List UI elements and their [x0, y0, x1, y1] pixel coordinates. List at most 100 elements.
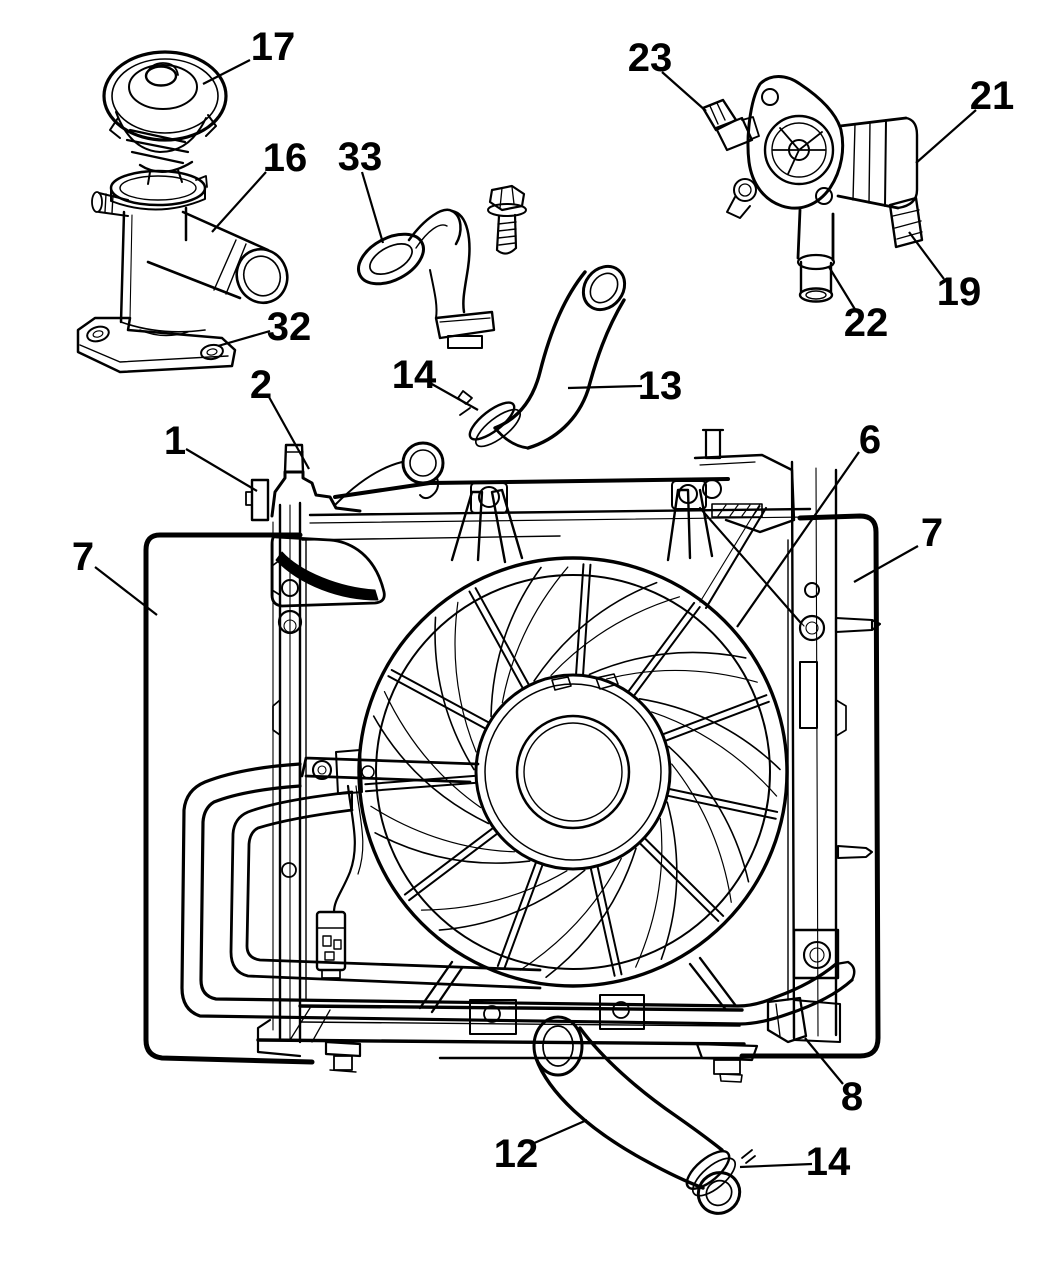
callout-16-leader-1 [211, 171, 267, 233]
fan-blade-edge [651, 711, 778, 797]
fan-module-illustration [357, 556, 789, 988]
callout-2-label-10: 2 [250, 363, 272, 407]
fan-spoke [588, 859, 616, 977]
fan-blade [588, 651, 747, 676]
fan-blade [533, 581, 658, 682]
callout-12-leader-16 [531, 1118, 588, 1146]
fan-hub-bore [515, 714, 631, 830]
callout-22-label-7: 22 [844, 301, 889, 345]
callout-6-leader-12 [736, 451, 860, 628]
fan-spoke [364, 781, 485, 793]
callout-32-label-2: 32 [267, 305, 312, 349]
outlet-flange-illustration [76, 316, 237, 374]
fan-blade [374, 831, 531, 864]
callout-7-leader-14 [94, 566, 158, 616]
water-outlet-illustration [91, 169, 289, 333]
fan-spoke [659, 793, 777, 820]
callout-13-leader-8 [567, 384, 643, 390]
callout-6-label-12: 6 [859, 418, 881, 462]
fan-blade [667, 745, 750, 883]
thermostat-illustration [102, 50, 228, 185]
callout-7-label-14: 7 [72, 535, 94, 579]
callout-7-leader-13 [853, 545, 919, 583]
fan-spoke [474, 587, 534, 693]
fan-spoke [581, 563, 592, 684]
callout-14-leader-17 [739, 1162, 813, 1169]
callout-14-leader-9 [429, 382, 479, 411]
hose-clamp-top-illustration [457, 390, 521, 448]
fan-spoke [408, 828, 505, 902]
callout-23-leader-4 [661, 71, 707, 112]
wiring-connector-illustration [315, 910, 347, 979]
fan-blade-edge [671, 763, 732, 903]
callout-16-label-1: 16 [263, 136, 308, 180]
callout-17-label-0: 17 [251, 25, 296, 69]
lower-bracket-illustration [766, 996, 808, 1044]
fan-blade-edge [370, 805, 516, 853]
internal-hoses-illustration [180, 762, 856, 1026]
fan-blade-edge [519, 857, 622, 971]
fan-spoke [387, 675, 494, 734]
callout-13-label-8: 13 [638, 364, 683, 408]
fan-spoke [574, 563, 585, 683]
radiator-right-bracket-illustration [790, 460, 882, 1044]
fan-blade [434, 616, 475, 771]
fan-spoke [628, 606, 701, 703]
callout-22-leader-7 [828, 266, 857, 312]
upper-hose-illustration [493, 264, 627, 450]
thermostat-housing-illustration [701, 75, 924, 303]
fan-blade [660, 801, 678, 961]
lower-hose-illustration [532, 1015, 742, 1215]
callout-33-leader-3 [360, 171, 385, 244]
callout-12-label-16: 12 [494, 1132, 539, 1176]
fan-spoke [657, 700, 770, 745]
callout-19-leader-6 [908, 231, 945, 280]
fan-blade-edge [550, 596, 681, 677]
fan-blade [438, 869, 586, 931]
fan-blade-edge [420, 870, 568, 911]
fan-blade-edge [501, 566, 569, 704]
fan-spoke [622, 601, 696, 699]
callout-32-leader-2 [217, 329, 271, 348]
hose-clamp-bottom-illustration [685, 1149, 756, 1197]
fan-blade [545, 847, 637, 979]
fan-blade [372, 715, 490, 825]
callout-1-leader-11 [185, 448, 258, 492]
callout-23-label-4: 23 [628, 36, 673, 80]
fan-hub-outer [474, 673, 672, 871]
left-panel-illustration [143, 532, 315, 1065]
callout-14-label-9: 14 [392, 353, 437, 397]
right-panel-illustration [739, 513, 881, 1059]
fan-shroud-ring-inner [375, 574, 771, 970]
fan-blade-edge [454, 601, 477, 753]
radiator-left-bracket-illustration [256, 501, 303, 1058]
callout-1-label-11: 1 [164, 419, 186, 463]
fan-hub-mid [484, 683, 662, 861]
callout-8-label-15: 8 [841, 1075, 863, 1119]
fan-spoke [390, 669, 497, 728]
callout-2-leader-10 [268, 396, 310, 470]
callout-17-leader-0 [202, 59, 251, 85]
fan-blade [638, 697, 781, 771]
fan-spoke [638, 831, 725, 917]
callout-19-label-6: 19 [937, 270, 982, 314]
radiator-top-illustration [245, 441, 812, 608]
fan-hub-clips [551, 673, 619, 691]
fan-shroud-ring-outer [357, 556, 789, 988]
fan-motor-arm-illustration [300, 749, 480, 914]
radiator-core-illustration [256, 539, 789, 1083]
callout-14-label-17: 14 [806, 1140, 851, 1184]
fan-spoke [633, 836, 720, 922]
fan-blade-edge [635, 817, 663, 968]
fan-blade [490, 566, 542, 718]
callout-21-label-5: 21 [970, 74, 1015, 118]
fan-spoke [496, 854, 540, 967]
fan-spoke [654, 694, 768, 738]
callout-21-leader-5 [915, 109, 977, 164]
callout-8-leader-15 [804, 1037, 844, 1085]
bracket-illustration [357, 208, 496, 349]
fan-spoke [468, 590, 528, 696]
